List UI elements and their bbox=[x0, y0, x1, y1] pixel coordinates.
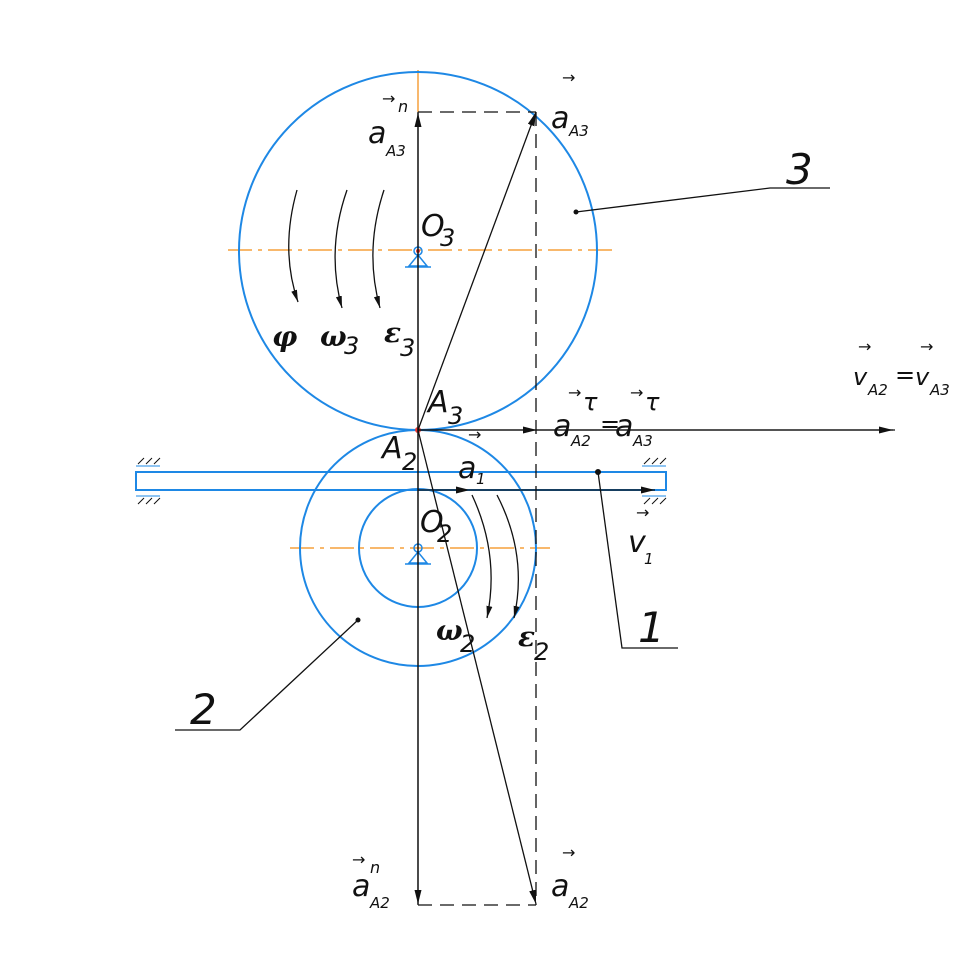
part-label-1: 1 bbox=[638, 603, 665, 652]
label-o2: O 2 bbox=[420, 505, 452, 548]
svg-text:a: a bbox=[352, 869, 370, 904]
label-aA2n: → n a A2 bbox=[352, 850, 390, 912]
svg-text:v: v bbox=[915, 363, 930, 391]
svg-text:A2: A2 bbox=[570, 432, 591, 450]
svg-text:→: → bbox=[562, 68, 575, 87]
svg-text:a: a bbox=[551, 101, 569, 136]
svg-text:A2: A2 bbox=[867, 381, 888, 399]
label-phi: φ bbox=[272, 320, 298, 353]
svg-text:A: A bbox=[426, 385, 449, 420]
label-eps3: ε 3 bbox=[384, 316, 415, 362]
label-a2: A 2 bbox=[380, 431, 417, 476]
svg-text:n: n bbox=[398, 97, 408, 116]
label-omega2: ω 2 bbox=[436, 614, 475, 658]
svg-text:→: → bbox=[630, 383, 643, 402]
label-omega3: ω 3 bbox=[320, 320, 359, 360]
center-lines bbox=[228, 70, 612, 549]
svg-text:v: v bbox=[628, 525, 647, 560]
eps3-arc-arrow bbox=[372, 189, 385, 309]
svg-text:1: 1 bbox=[476, 470, 486, 488]
svg-text:→: → bbox=[352, 850, 365, 869]
label-aA3n: → n a A3 bbox=[368, 89, 408, 160]
svg-text:2: 2 bbox=[437, 520, 452, 548]
part-label-2: 2 bbox=[190, 685, 217, 734]
leader-2-dot bbox=[355, 617, 361, 623]
svg-text:ε: ε bbox=[384, 316, 401, 349]
label-aA2: → a A2 bbox=[551, 843, 589, 912]
label-a-tau-equality: → τ a A2 = → τ a A3 bbox=[553, 383, 660, 450]
svg-text:2: 2 bbox=[460, 630, 475, 658]
svg-text:=: = bbox=[895, 361, 915, 389]
svg-text:O: O bbox=[421, 209, 445, 244]
svg-text:A2: A2 bbox=[369, 894, 390, 912]
svg-text:a: a bbox=[551, 869, 569, 904]
leader-1 bbox=[597, 471, 678, 649]
svg-text:ω: ω bbox=[436, 614, 463, 647]
vector-aA2 bbox=[417, 429, 537, 905]
svg-text:n: n bbox=[370, 858, 380, 877]
svg-text:1: 1 bbox=[644, 550, 654, 568]
part-label-3: 3 bbox=[786, 145, 813, 194]
leader-3-dot bbox=[573, 209, 579, 215]
svg-text:→: → bbox=[562, 843, 575, 862]
svg-text:A2: A2 bbox=[568, 894, 589, 912]
svg-text:3: 3 bbox=[440, 224, 455, 252]
rack-guide-hatching bbox=[136, 457, 667, 505]
vectors bbox=[175, 111, 895, 906]
svg-text:A3: A3 bbox=[632, 432, 653, 450]
leader-3 bbox=[575, 187, 830, 213]
label-aA3: → a A3 bbox=[551, 68, 589, 140]
label-o3: O 3 bbox=[421, 209, 455, 252]
svg-text:A3: A3 bbox=[929, 381, 950, 399]
svg-text:a: a bbox=[615, 409, 633, 444]
leader-2 bbox=[175, 619, 359, 731]
svg-text:ω: ω bbox=[320, 320, 347, 353]
label-v1: → v 1 bbox=[628, 503, 654, 568]
svg-text:3: 3 bbox=[448, 402, 463, 430]
svg-text:a: a bbox=[458, 451, 476, 486]
label-a1: → a 1 bbox=[458, 425, 486, 488]
svg-text:2: 2 bbox=[534, 638, 549, 666]
phi-arc-arrow bbox=[288, 189, 299, 303]
svg-text:→: → bbox=[568, 383, 581, 402]
rack-1 bbox=[135, 471, 667, 491]
svg-text:→: → bbox=[382, 89, 395, 108]
svg-text:→: → bbox=[858, 337, 871, 356]
svg-text:A3: A3 bbox=[385, 142, 406, 160]
svg-text:ε: ε bbox=[518, 620, 535, 653]
svg-text:v: v bbox=[853, 363, 868, 391]
leader-1-dot bbox=[595, 469, 601, 475]
eps2-arc-arrow bbox=[496, 494, 520, 619]
svg-text:A: A bbox=[380, 431, 403, 466]
svg-text:O: O bbox=[420, 505, 444, 540]
svg-text:→: → bbox=[920, 337, 933, 356]
svg-text:a: a bbox=[553, 409, 571, 444]
vector-aA3 bbox=[417, 111, 537, 431]
omega2-arc-arrow bbox=[471, 494, 493, 619]
svg-text:2: 2 bbox=[402, 448, 417, 476]
svg-text:3: 3 bbox=[400, 334, 415, 362]
label-a3: A 3 bbox=[426, 385, 463, 430]
svg-text:τ: τ bbox=[645, 388, 660, 416]
svg-text:τ: τ bbox=[583, 388, 598, 416]
svg-text:→: → bbox=[468, 425, 481, 444]
svg-text:=: = bbox=[600, 410, 620, 438]
svg-text:A3: A3 bbox=[568, 122, 589, 140]
omega3-arc-arrow bbox=[334, 189, 348, 309]
label-v-equality: → v A2 = → v A3 bbox=[853, 337, 950, 399]
svg-text:→: → bbox=[636, 503, 649, 522]
svg-text:3: 3 bbox=[344, 332, 359, 360]
svg-text:a: a bbox=[368, 116, 386, 151]
label-eps2: ε 2 bbox=[518, 620, 549, 666]
